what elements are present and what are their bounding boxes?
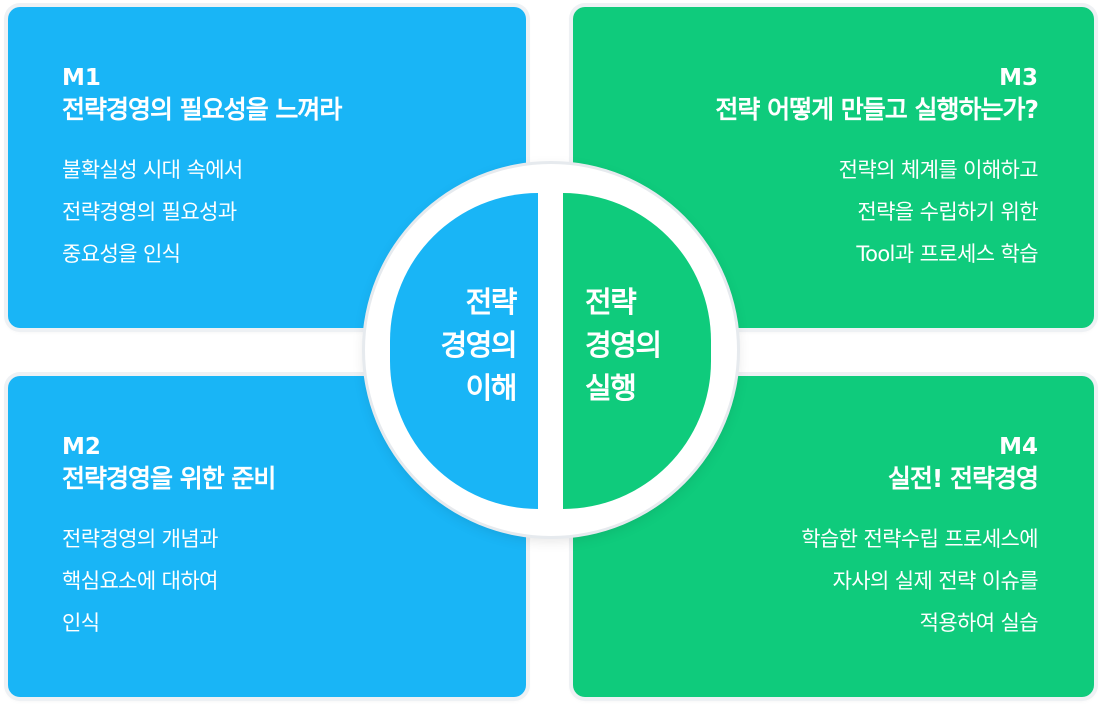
center-label-execution: 전략 경영의 실행 [585, 281, 711, 410]
description-line: 전략의 체계를 이해하고 [838, 158, 1039, 182]
description-line: 불확실성 시대 속에서 [62, 158, 243, 182]
module-description: 전략경영의 개념과 핵심요소에 대하여 인식 [62, 518, 526, 644]
center-label-line: 경영의 [585, 328, 662, 362]
module-card-m1: M1 전략경영의 필요성을 느껴라 불확실성 시대 속에서 전략경영의 필요성과… [8, 7, 526, 328]
description-line: 전략경영의 개념과 [62, 527, 218, 551]
module-code: M4 [999, 434, 1038, 460]
module-description: 전략의 체계를 이해하고 전략을 수립하기 위한 Tool과 프로세스 학습 [573, 149, 1039, 275]
module-code: M2 [62, 434, 101, 460]
center-label-line: 경영의 [440, 328, 517, 362]
description-line: 적용하여 실습 [919, 611, 1039, 635]
description-line: 핵심요소에 대하여 [62, 569, 218, 593]
center-label-line: 전략 [585, 285, 637, 319]
module-title: 전략 어떻게 만들고 실행하는가? [715, 95, 1039, 124]
description-line: 전략을 수립하기 위한 [857, 200, 1038, 224]
description-line: 학습한 전략수립 프로세스에 [801, 527, 1038, 551]
description-line: 전략경영의 필요성과 [62, 200, 237, 224]
module-description: 학습한 전략수립 프로세스에 자사의 실제 전략 이슈를 적용하여 실습 [573, 518, 1038, 644]
module-description: 불확실성 시대 속에서 전략경영의 필요성과 중요성을 인식 [62, 149, 526, 275]
center-label-line: 전략 [465, 285, 518, 319]
module-title: 실전! 전략경영 [887, 464, 1039, 493]
description-line: 인식 [62, 611, 100, 635]
module-code: M3 [999, 65, 1038, 91]
module-title: 전략경영의 필요성을 느껴라 [62, 95, 342, 124]
description-line: 중요성을 인식 [62, 242, 181, 266]
description-line: Tool과 프로세스 학습 [856, 242, 1038, 266]
center-label-understanding: 전략 경영의 이해 [390, 281, 518, 410]
module-title: 전략경영을 위한 준비 [62, 464, 276, 493]
center-label-line: 이해 [465, 371, 518, 405]
module-code: M1 [62, 65, 101, 91]
center-label-line: 실행 [585, 371, 637, 405]
description-line: 자사의 실제 전략 이슈를 [832, 569, 1039, 593]
